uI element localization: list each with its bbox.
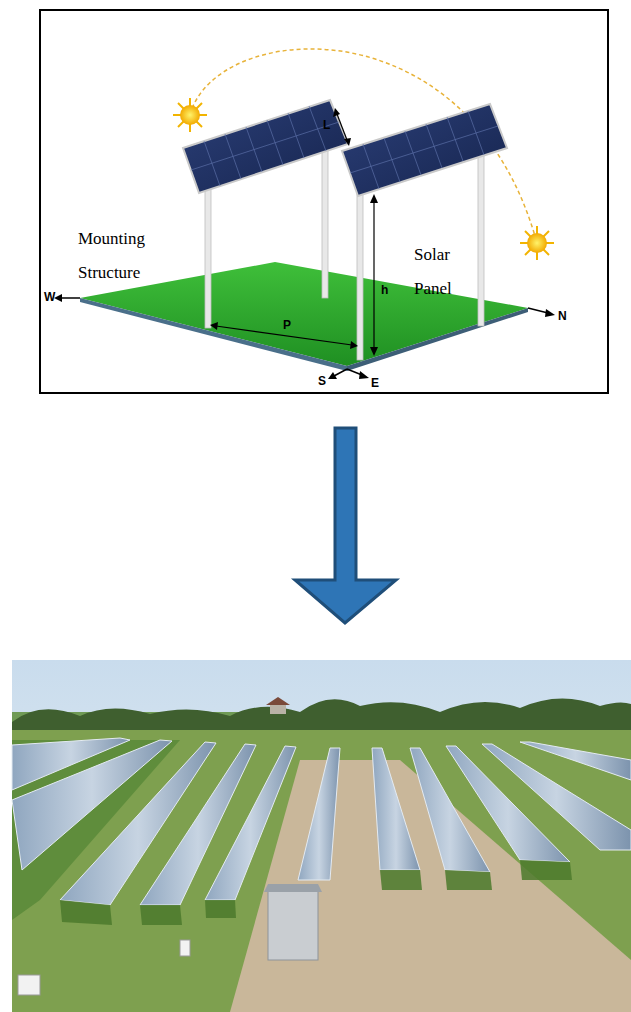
ground	[80, 262, 528, 366]
part-label: Solar Panel	[414, 238, 469, 306]
dimension-label: W	[44, 290, 55, 304]
field-photo	[12, 660, 631, 1012]
sun	[173, 98, 207, 132]
dimension-label: E	[371, 376, 379, 390]
part-label: Mounting Structure	[78, 222, 173, 290]
solar-panel	[183, 100, 348, 193]
dimension-label: P	[283, 318, 291, 332]
sun	[520, 226, 554, 260]
dimension-arrow	[210, 108, 378, 356]
diagram-frame	[40, 10, 608, 393]
dimension-label: h	[381, 283, 388, 297]
dimension-label: N	[558, 309, 567, 323]
dimension-label: S	[318, 374, 326, 388]
solar-panel	[342, 104, 507, 196]
dimension-label: L	[323, 118, 330, 132]
ground-edge	[80, 298, 347, 371]
flow-arrow	[295, 428, 396, 623]
